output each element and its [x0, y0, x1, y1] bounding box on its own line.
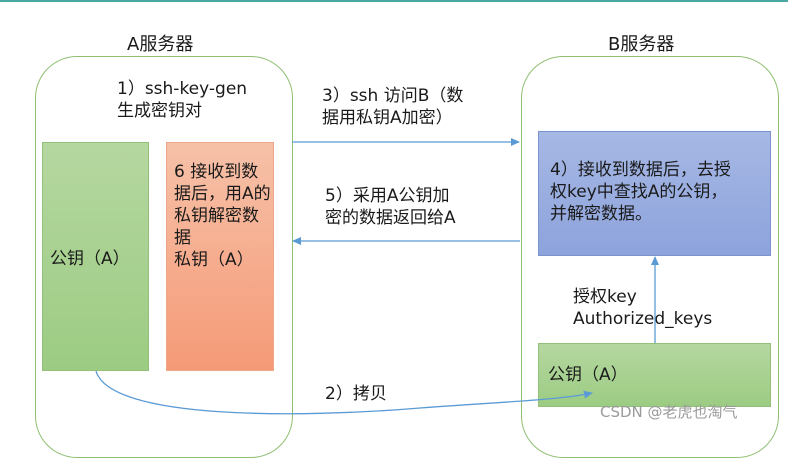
authorized-keys-label: 授权key Authorized_keys [573, 287, 713, 329]
a-public-key-label: 公钥（A） [50, 249, 130, 269]
b-public-key-box: 公钥（A） [538, 343, 771, 407]
server-a-title: A服务器 [127, 34, 194, 55]
arrows-layer [95, 138, 659, 415]
a-private-key-box: 6 接收到数 据后，用A的 私钥解密数 据 私钥（A） [166, 142, 274, 371]
step2-label: 2）拷贝 [325, 384, 387, 404]
top-divider [0, 0, 788, 2]
b-public-key-label: 公钥（A） [548, 365, 628, 385]
step1-label: 1）ssh-key-gen 生成密钥对 [117, 79, 248, 121]
watermark: CSDN @老虎也淘气 [600, 403, 738, 421]
step3-label: 3）ssh 访问B（数 据用私钥A加密） [322, 86, 464, 128]
a-private-key-label: 6 接收到数 据后，用A的 私钥解密数 据 私钥（A） [174, 162, 271, 270]
step4-label: 4）接收到数据后，去授 权key中查找A的公钥， 并解密数据。 [550, 160, 731, 224]
server-b-title: B服务器 [608, 34, 675, 55]
step5-label: 5）采用A公钥加 密的数据返回给A [325, 186, 456, 228]
b-process-box: 4）接收到数据后，去授 权key中查找A的公钥， 并解密数据。 [538, 131, 771, 256]
arrow-copy-key [95, 370, 593, 415]
a-public-key-box: 公钥（A） [42, 142, 149, 371]
